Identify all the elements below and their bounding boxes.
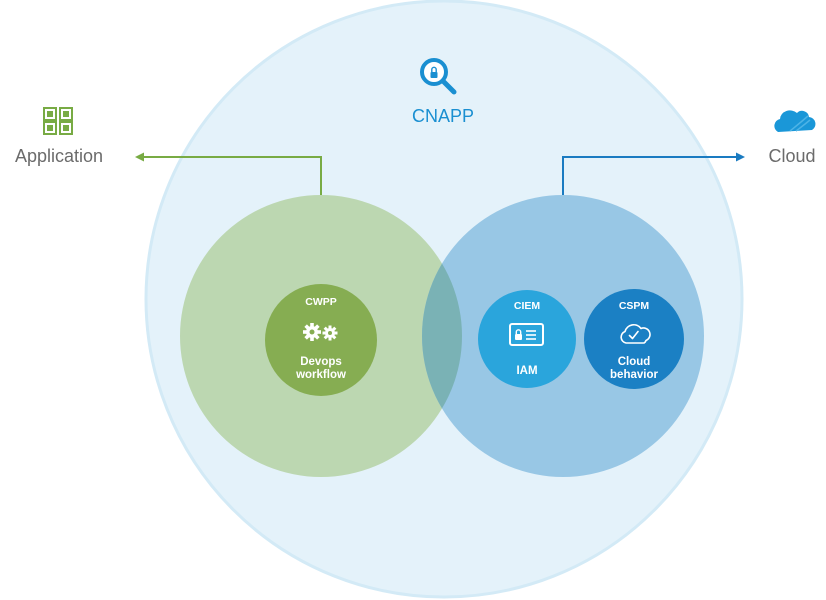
cwpp-body-line-2: workflow — [295, 369, 346, 381]
cwpp-title: CWPP — [305, 296, 337, 308]
cnapp-title: CNAPP — [412, 106, 474, 126]
cwpp-circle — [265, 284, 377, 396]
application-label: Application — [15, 146, 103, 166]
cloud-connector — [562, 152, 745, 196]
cwpp-body-line-1: Devops — [300, 356, 342, 368]
cloud-icon — [774, 110, 816, 132]
cspm-body-line-1: Cloud — [618, 356, 651, 368]
cspm-body-line-2: behavior — [610, 369, 658, 381]
cspm-circle — [584, 289, 684, 389]
cloud-label: Cloud — [768, 146, 815, 166]
module-ciem: CIEM IAM — [478, 290, 576, 388]
id-card-lock-icon — [509, 323, 544, 346]
module-cwpp: CWPP Devops workflow — [265, 284, 377, 396]
module-cspm: CSPM Cloud behavior — [584, 289, 684, 389]
cloud-check-icon — [620, 323, 651, 344]
cspm-title: CSPM — [619, 300, 650, 312]
ciem-title: CIEM — [514, 300, 541, 312]
app-grid-icon — [43, 107, 73, 135]
magnifier-lock-icon — [420, 58, 457, 95]
gears-icon — [303, 323, 338, 341]
application-connector — [135, 152, 322, 196]
arrow-left-icon — [135, 152, 144, 162]
ciem-body-line-1: IAM — [516, 365, 537, 377]
arrow-right-icon — [736, 152, 745, 162]
